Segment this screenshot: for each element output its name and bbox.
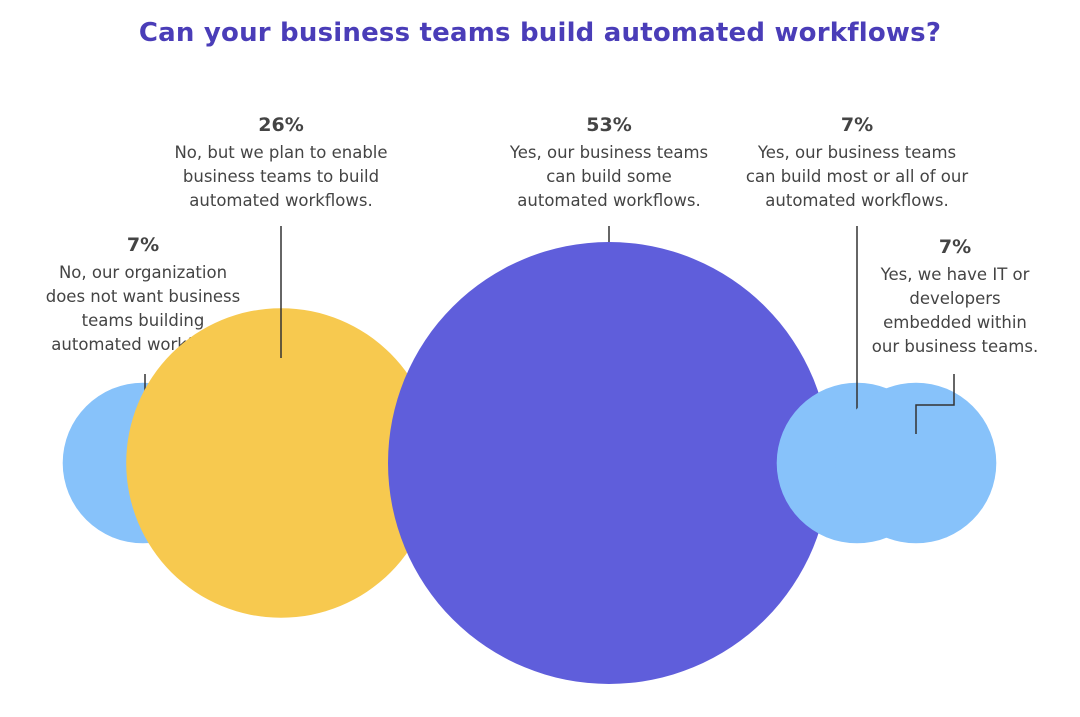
percent-label-5: 7% [939, 236, 971, 258]
description-line-5-1: Yes, we have IT or [880, 265, 1030, 284]
description-line-1-1: No, our organization [59, 263, 227, 282]
description-line-4-2: can build most or all of our [746, 167, 969, 186]
description-line-2-2: business teams to build [183, 167, 379, 186]
percent-label-2: 26% [258, 114, 303, 136]
description-line-1-2: does not want business [46, 287, 241, 306]
description-line-3-3: automated workflows. [517, 191, 700, 210]
description-line-2-3: automated workflows. [189, 191, 372, 210]
description-line-4-3: automated workflows. [765, 191, 948, 210]
description-line-5-2: developers [909, 289, 1000, 308]
percent-label-1: 7% [127, 234, 159, 256]
description-line-3-2: can build some [546, 167, 672, 186]
bubble-5 [835, 382, 997, 544]
description-line-5-3: embedded within [883, 313, 1027, 332]
leader-line-5 [915, 374, 955, 434]
description-line-5-4: our business teams. [872, 337, 1038, 356]
chart-title: Can your business teams build automated … [138, 18, 942, 48]
percent-label-3: 53% [586, 114, 631, 136]
bubble-2 [126, 308, 436, 618]
description-line-3-1: Yes, our business teams [509, 143, 708, 162]
bubble-3 [388, 242, 830, 684]
description-line-4-1: Yes, our business teams [757, 143, 956, 162]
percent-label-4: 7% [841, 114, 873, 136]
description-line-1-3: teams building [82, 311, 205, 330]
description-line-2-1: No, but we plan to enable [174, 143, 387, 162]
